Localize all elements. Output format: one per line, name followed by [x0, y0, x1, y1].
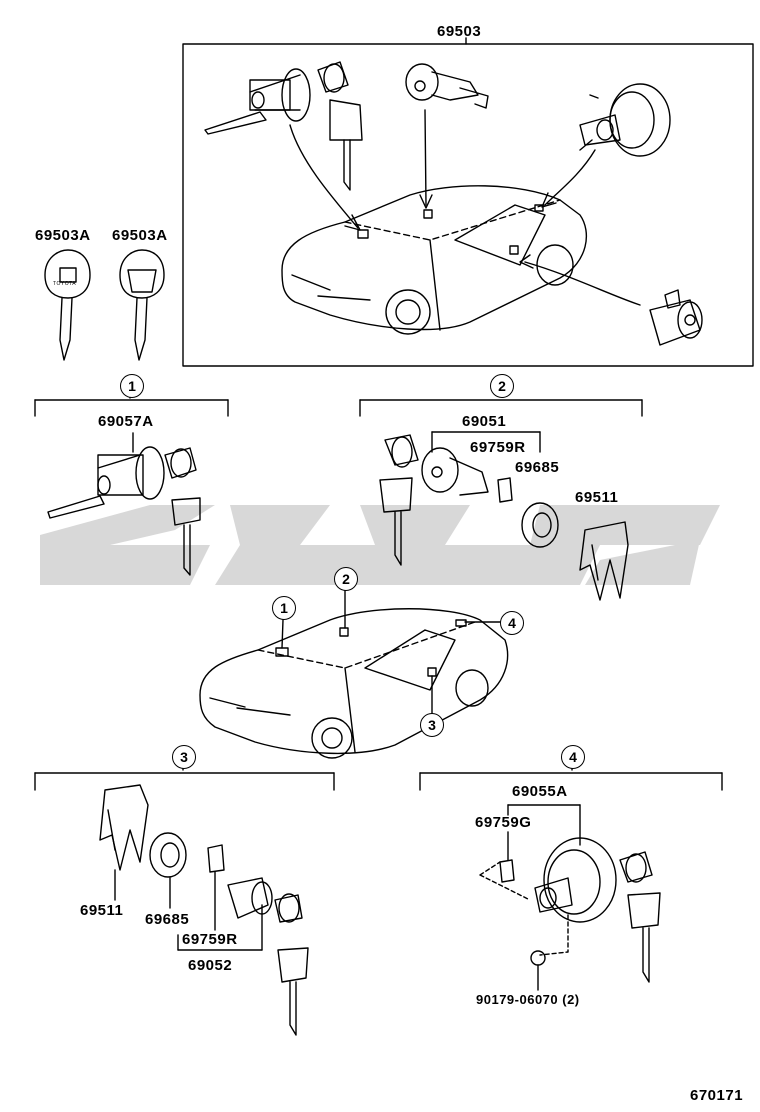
label-69685-bottom: 69685	[145, 911, 190, 928]
label-69511-bottom: 69511	[80, 902, 124, 919]
assembly-frame	[182, 37, 754, 367]
label-69051: 69051	[462, 413, 507, 430]
label-69055a: 69055A	[512, 783, 568, 800]
label-69052: 69052	[188, 957, 233, 974]
label-69503: 69503	[437, 23, 482, 40]
label-69685-top: 69685	[515, 459, 560, 476]
group-2	[359, 399, 643, 601]
label-90179-06070: 90179-06070 (2)	[476, 992, 580, 1007]
top-arrows	[289, 109, 641, 306]
label-69057a: 69057A	[98, 413, 154, 430]
label-69503a-left: 69503A	[35, 227, 91, 244]
callout-group-1: 1	[120, 374, 144, 398]
master-key	[44, 249, 91, 361]
car-top	[281, 185, 587, 335]
callout-group-2: 2	[490, 374, 514, 398]
label-69503a-right: 69503A	[112, 227, 168, 244]
label-69511-top: 69511	[575, 489, 619, 506]
car-callout-4: 4	[500, 611, 524, 635]
drawing-number: 670171	[690, 1087, 744, 1104]
callout-group-4: 4	[561, 745, 585, 769]
label-69759r-bottom: 69759R	[182, 931, 238, 948]
car-callout-1: 1	[272, 596, 296, 620]
car-callout-3: 3	[420, 713, 444, 737]
car-callout-2: 2	[334, 567, 358, 591]
label-69759g: 69759G	[475, 814, 532, 831]
door-lock-top-right	[649, 289, 703, 346]
key-brand-text: TOYOTA	[53, 281, 77, 287]
car-center	[199, 588, 509, 759]
ignition-cylinder-top	[204, 61, 363, 191]
watermark	[40, 505, 720, 585]
sub-key	[119, 249, 165, 361]
trunk-lock-top	[579, 83, 671, 157]
label-69759r-top: 69759R	[470, 439, 526, 456]
door-lock-top-center	[405, 63, 489, 109]
callout-group-3: 3	[172, 745, 196, 769]
group-3	[34, 766, 335, 1036]
group-4	[419, 766, 723, 991]
